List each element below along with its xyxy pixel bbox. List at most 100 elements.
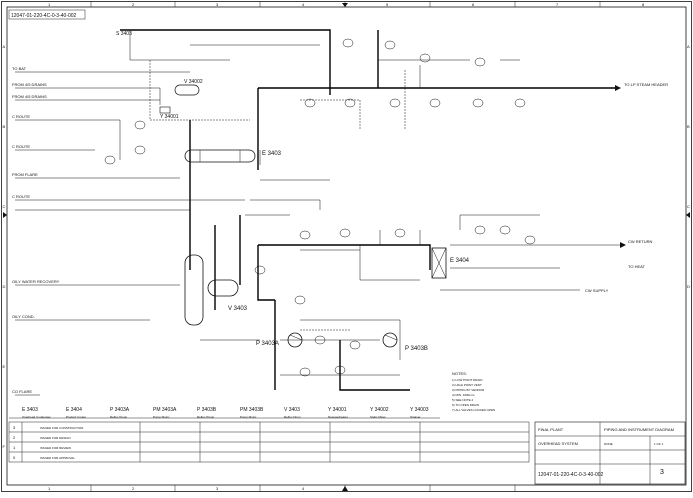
title-block-project: FINAL PLANT [538,427,564,432]
note-line-6: 6) TO OPEN DRAIN [452,403,479,407]
border-column-labels-top: 1 2 3 4 5 6 7 8 [48,1,645,7]
title-block-rev: 3 [660,469,664,476]
revision-row-2-rev: 1 [13,445,16,450]
condenser-e3403: E 3403 [184,149,282,163]
centering-mark-right [686,212,690,218]
stream-label-right-3: TO HEAT [628,264,646,269]
revision-row-3-desc: ISSUED FOR APPROVAL [40,456,75,460]
revision-row-1-desc: ISSUED FOR DESIGN [40,436,71,440]
note-line-1: 1) LOW POINT DRAIN [452,378,482,382]
note-line-5: 5) SEE NOTE 2 [452,398,474,402]
legend-desc-8: Static Mixer [370,415,386,419]
title-block-sheet: 1 OF 1 [654,442,664,446]
legend-tag-3: PM 3403A [153,407,177,413]
inner-border [6,6,687,486]
legend-tag-2: P 3403A [110,407,130,413]
legend-tag-8: Y 34002 [370,407,389,413]
row-label-a: A [3,44,6,49]
revision-row-0-desc: ISSUED FOR CONSTRUCTION [40,426,83,430]
cooler-e3404-tag: E 3404 [450,258,470,264]
instrument-bubbles [104,38,536,377]
revision-row-2-desc: ISSUED FOR REVIEW [40,446,71,450]
border-row-labels: A B C D E F A B C D [3,44,690,449]
col-label-5: 5 [386,2,389,7]
title-block-title: PIPING AND INSTRUMENT DIAGRAM [604,427,674,432]
col-label-bottom-4: 4 [302,486,305,491]
stream-label-left-4: C ROUTE [12,114,30,119]
drum-v3402: V 34002 [174,79,203,96]
column-vessel [184,254,204,326]
desuperheater-y34001: Y 34001 [159,106,179,120]
col-label-bottom-2: 2 [132,486,135,491]
revision-row-0-rev: 3 [13,425,16,430]
notes-block: NOTES: 1) LOW POINT DRAIN 2) HIGH POINT … [452,371,495,412]
desuperheater-y34001-tag: Y 34001 [160,114,179,120]
row-label-c: C [3,204,6,209]
row-label-d-right: D [687,284,690,289]
title-block: FINAL PLANT PIPING AND INSTRUMENT DIAGRA… [534,421,686,485]
row-label-e: E [3,364,6,369]
col-label-8: 8 [642,2,645,7]
col-label-1: 1 [48,2,51,7]
legend-tag-4: P 3403B [197,407,217,413]
legend-tag-9: Y 34003 [410,407,429,413]
row-label-f: F [3,444,6,449]
row-label-b: B [3,124,6,129]
stream-label-left-9: OILY COND. [12,314,35,319]
centering-mark-top [342,3,348,7]
revision-row-3-rev: 0 [13,455,16,460]
pump-p3403a: P 3403A [256,332,303,348]
legend-tag-5: PM 3403B [240,407,264,413]
centering-mark-left [3,212,7,218]
pump-p3403b-tag: P 3403B [405,346,428,352]
title-block-unit: OVERHEAD SYSTEM [538,441,578,446]
stream-label-right-1: TO LP STEAM HEADER [624,82,668,87]
col-label-bottom-3: 3 [216,486,219,491]
stream-label-left-7: C ROUTE [12,194,30,199]
cooler-e3404: E 3404 [431,247,470,279]
note-line-7: 7) ALL VALVES LOCKED OPEN [452,408,495,412]
condenser-e3403-tag: E 3403 [262,151,282,157]
stream-label-left-5: C ROUTE [12,144,30,149]
note-line-4: 4) MIN. 1000mm [452,393,475,397]
legend-desc-9: Strainer [410,415,421,419]
col-label-2: 2 [132,2,135,7]
drum-v3402-tag: V 34002 [184,79,203,85]
reflux-drum-v3403: V 3403 [207,279,248,312]
legend-tag-7: Y 34001 [328,407,347,413]
row-label-a-right: A [687,44,690,49]
col-label-4: 4 [302,2,305,7]
legend-desc-2: Reflux Pump [110,415,128,419]
left-stream-labels: TO BAT FROM 4/5 DRAINS FROM 4/5 DRAINS C… [12,66,60,394]
stream-label-left-6: FROM FLARE [12,172,38,177]
stream-label-right-4: CW SUPPLY [585,288,609,293]
revision-row-1-rev: 2 [13,435,16,440]
legend-tag-0: E 3403 [22,407,38,413]
centering-mark-bottom [342,486,348,491]
legend-desc-4: Reflux Pump [197,415,215,419]
stream-label-left-8: OILY WATER RECOVERY [12,279,60,284]
col-label-6: 6 [472,2,475,7]
col-label-7: 7 [556,2,559,7]
row-label-c-right: C [687,204,690,209]
drawing-number-box [8,9,86,20]
legend-tag-1: E 3404 [66,407,82,413]
legend-desc-1: Product Cooler [66,415,86,419]
main-piping [120,29,615,391]
legend-desc-3: Pump Motor [153,415,169,419]
legend-desc-5: Pump Motor [240,415,256,419]
legend-desc-0: Overhead Condenser [22,415,51,419]
legend-tag-6: V 3403 [284,407,300,413]
stream-label-left-2: FROM 4/5 DRAINS [12,82,47,87]
stream-label-left-1: TO BAT [12,66,27,71]
drawing-number-top: 12047-01-220-4C-0-3-40-002 [11,13,77,19]
row-label-d: D [3,284,6,289]
title-block-scale: NONE [604,442,613,446]
notes-title: NOTES: [452,371,467,376]
pump-p3403a-tag: P 3403A [256,341,279,347]
note-line-3: 3) PIPING BY VENDOR [452,388,485,392]
border-column-labels-bottom: 1 2 3 4 [48,485,516,492]
revision-table: 3 ISSUED FOR CONSTRUCTION 2 ISSUED FOR D… [8,421,530,463]
